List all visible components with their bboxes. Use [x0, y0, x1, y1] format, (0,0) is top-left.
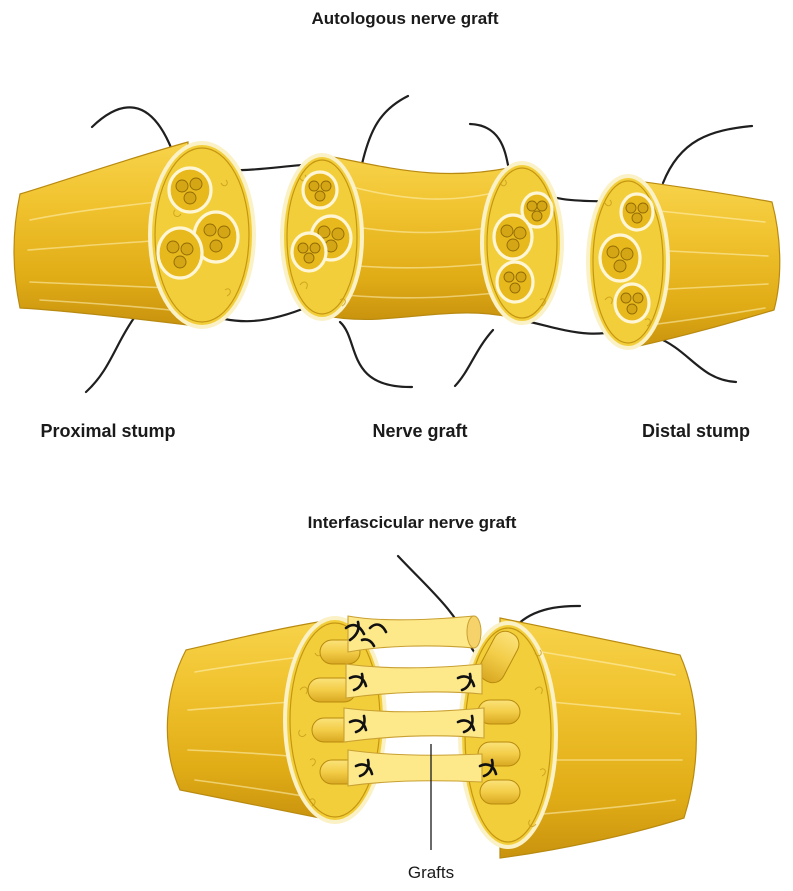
graft-left-face: [282, 155, 362, 319]
nerve-graft-label: Nerve graft: [372, 421, 467, 441]
distal-stump: [588, 176, 780, 348]
distal-cross-section: [588, 176, 668, 348]
middle-nerve-graft: [282, 155, 562, 323]
bottom-panel-title: Interfascicular nerve graft: [308, 513, 517, 532]
distal-stump-label: Distal stump: [642, 421, 750, 441]
proximal-stump-label: Proximal stump: [40, 421, 175, 441]
top-panel-title: Autologous nerve graft: [311, 9, 498, 28]
grafts-callout-label: Grafts: [408, 863, 454, 882]
graft-1: [348, 616, 474, 652]
proximal-stump: [14, 142, 254, 327]
graft-right-face: [482, 163, 562, 323]
proximal-cross-section: [150, 143, 254, 327]
graft-2: [346, 664, 482, 698]
